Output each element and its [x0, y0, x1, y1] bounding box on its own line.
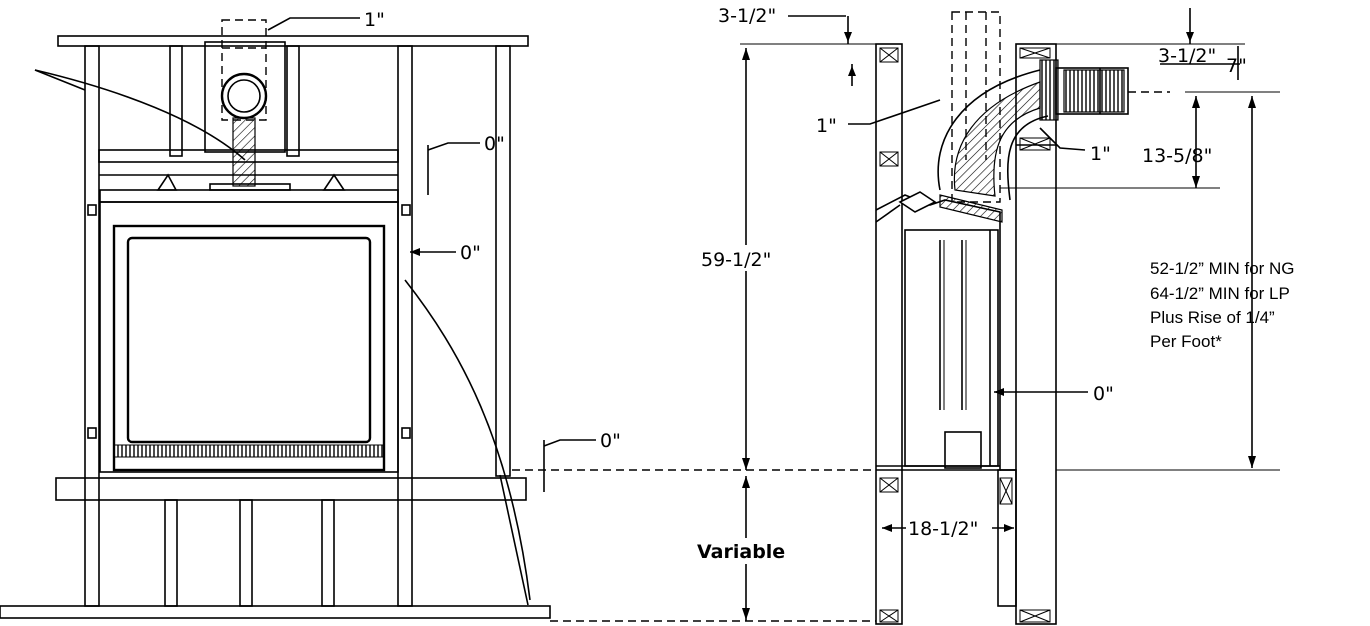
dim-header-0in: 0" — [484, 133, 505, 155]
stud-right-inner — [397, 45, 413, 607]
dim-top-1in: 1" — [364, 9, 385, 31]
dim-side-3-5-left: 3-1/2" — [718, 5, 776, 27]
fireplace-grill — [113, 444, 385, 458]
dim-floor-0in: 0" — [600, 430, 621, 452]
front-curve-upper — [34, 69, 246, 161]
top-header — [57, 35, 529, 47]
stud-top-right — [286, 45, 300, 157]
unit-top — [99, 189, 399, 203]
front-view: 1" 0" 0" 0" — [0, 9, 621, 619]
side-left-stud — [875, 43, 903, 625]
side-view: 3-1/2" 59-1/2" Variable 1" 3-1/2" 7" — [695, 5, 1295, 625]
vent-circle-inner — [227, 79, 261, 113]
dim-side-1in-right: 1" — [1090, 143, 1111, 165]
note-line-2: 64-1/2” MIN for LP — [1150, 284, 1290, 303]
fireplace-frame — [112, 224, 386, 472]
dim-side-13-5-8: 13-5/8" — [1142, 145, 1212, 167]
dim-side-7in: 7" — [1226, 55, 1247, 77]
vent-pipe-dashed — [221, 19, 267, 121]
note-line-4: Per Foot* — [1150, 332, 1222, 351]
floor-front — [0, 605, 551, 619]
fireplace-glass — [126, 236, 372, 444]
side-unit-body — [904, 229, 999, 467]
front-curve-lower — [404, 279, 531, 601]
stud-top-left — [169, 45, 183, 157]
unit-collar — [209, 183, 291, 191]
dim-side-59-5: 59-1/2" — [701, 249, 771, 271]
dim-side-3-5-right: 3-1/2" — [1158, 45, 1216, 67]
front-curve-line — [499, 474, 529, 606]
stud-right-outer — [495, 45, 511, 477]
dim-side-0in: 0" — [460, 242, 481, 264]
sill-beam — [55, 477, 527, 501]
stud-left — [84, 45, 100, 607]
front-curve-top — [34, 69, 86, 91]
side-vent-pipe — [953, 81, 1041, 197]
side-right-stud — [1015, 43, 1057, 625]
dim-side-0in: 0" — [1093, 383, 1114, 405]
dim-side-1in-left: 1" — [816, 115, 837, 137]
note-line-3: Plus Rise of 1/4” — [1150, 308, 1275, 327]
wall-terminal — [1055, 67, 1129, 115]
bracket-right — [322, 173, 346, 191]
note-line-1: 52-1/2” MIN for NG — [1150, 259, 1295, 278]
vent-pipe — [232, 117, 256, 187]
bracket-left — [156, 173, 178, 191]
dim-side-variable: Variable — [697, 541, 785, 563]
fireplace-body — [99, 201, 399, 473]
side-control-box — [944, 431, 982, 469]
dim-side-18-5: 18-1/2" — [908, 518, 978, 540]
